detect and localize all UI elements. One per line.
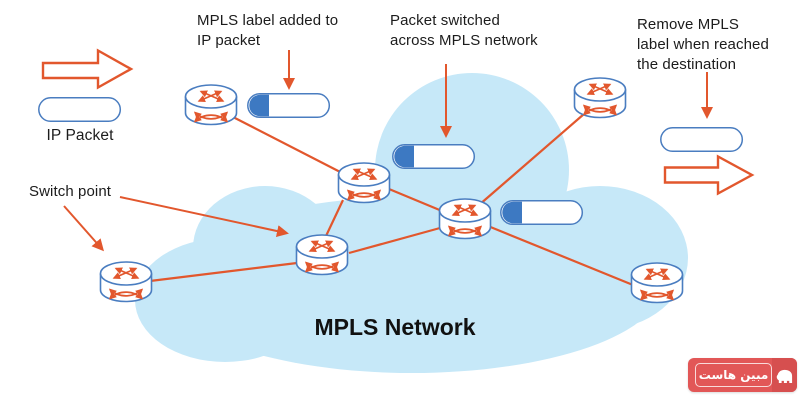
router-icon-core-mid: [297, 235, 348, 275]
label-ip-packet: IP Packet: [46, 127, 114, 144]
link-topright-to-right: [478, 113, 585, 206]
router-icon-switch-point: [101, 262, 152, 302]
arrow-switch-point-down-icon: [63, 205, 104, 252]
link-left-to-lowermid: [149, 261, 298, 283]
labeled-packet-pill-cloud: [392, 144, 476, 170]
labeled-packet-pill-ingress: [247, 93, 331, 119]
cloud-title: MPLS Network: [314, 314, 476, 340]
router-icon-core-top: [339, 163, 390, 203]
ip-packet-pill: [38, 97, 122, 123]
router-icon-top-right: [575, 78, 626, 118]
link-core-to-right: [388, 187, 443, 213]
router-icon-bottom-right: [632, 263, 683, 303]
brand-logo-text: مبین هاست: [695, 363, 772, 387]
elephant-icon: [776, 369, 792, 383]
brand-logo[interactable]: مبین هاست: [688, 358, 797, 392]
router-icon-ingress: [186, 85, 237, 125]
link-lowermid-to-right: [348, 226, 441, 255]
network-links: [149, 113, 634, 287]
link-core-to-lowermid: [325, 199, 344, 237]
label-switch-point: Switch point: [29, 183, 112, 200]
annotation-remove-label: Remove MPLS label when reached the desti…: [637, 16, 769, 73]
router-icon-core-right: [440, 199, 491, 239]
labeled-packet-pill-core: [500, 200, 584, 226]
annotation-label-added: MPLS label added to IP packet: [197, 12, 339, 49]
link-ingress-to-core: [232, 116, 349, 177]
destination-packet-pill: [660, 127, 744, 153]
flow-arrow-out-icon: [663, 154, 755, 196]
link-right-to-bottomright: [487, 224, 634, 287]
annotation-arrows: [63, 50, 713, 252]
flow-arrow-in-icon: [41, 48, 134, 90]
annotation-packet-switched: Packet switched across MPLS network: [390, 12, 538, 49]
arrow-switch-point-right-icon: [119, 196, 289, 237]
brand-logo-iconbox: [772, 358, 797, 392]
